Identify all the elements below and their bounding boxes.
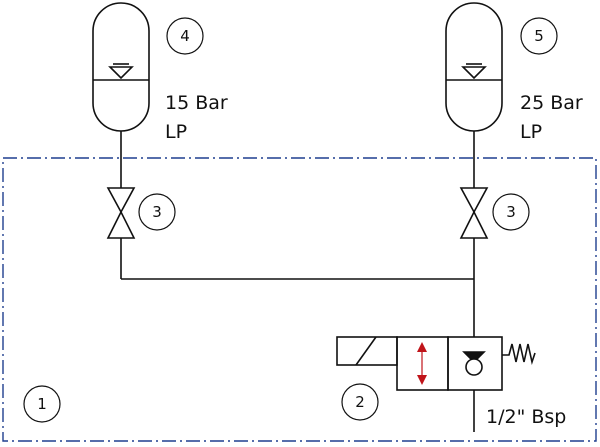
tag-left-accumulator: 4 [166, 17, 204, 55]
tag-left-accumulator-number: 4 [180, 27, 190, 45]
accumulator-left [92, 2, 150, 132]
accumulator-right-side-label: LP [520, 121, 542, 143]
solenoid-valve [336, 336, 536, 391]
tag-solenoid-valve: 2 [341, 383, 379, 421]
valve-right [459, 187, 489, 239]
tag-solenoid-valve-number: 2 [355, 393, 365, 411]
port-size-label: 1/2" Bsp [486, 406, 566, 428]
accumulator-right-shell [445, 2, 503, 132]
tag-manifold-block-number: 1 [37, 395, 47, 413]
valve-left [106, 187, 136, 239]
accumulator-left-side-label: LP [165, 121, 187, 143]
piping [120, 131, 475, 432]
solenoid-actuator [336, 336, 398, 366]
valve-right-lower-triangle [459, 210, 489, 239]
accumulator-right [445, 2, 503, 132]
manifold-block-boundary [2, 157, 597, 442]
accumulator-left-shell [92, 2, 150, 132]
spring-return-icon [502, 343, 536, 365]
accumulator-right-pressure-label: 25 Bar [520, 92, 583, 114]
tag-right-accumulator: 5 [520, 17, 558, 55]
valve-right-upper-triangle [459, 187, 489, 214]
tag-manifold-block: 1 [23, 385, 61, 423]
tag-left-valve-number: 3 [152, 203, 162, 221]
accumulator-left-pressure-label: 15 Bar [165, 92, 228, 114]
check-valve-ball-icon [465, 358, 483, 376]
tag-left-valve: 3 [138, 193, 176, 231]
tag-right-accumulator-number: 5 [534, 27, 544, 45]
valve-left-upper-triangle [106, 187, 136, 214]
flow-arrow-down-icon [417, 375, 427, 385]
valve-envelope-check [447, 336, 503, 391]
solenoid-coil-slash [355, 336, 377, 366]
tag-right-valve: 3 [492, 193, 530, 231]
valve-left-lower-triangle [106, 210, 136, 239]
accumulator-left-gas-triangle-icon [108, 66, 134, 80]
tag-right-valve-number: 3 [506, 203, 516, 221]
accumulator-right-gas-triangle-icon [461, 66, 487, 80]
check-valve-seat-icon [462, 351, 486, 364]
flow-arrow-up-icon [417, 342, 427, 352]
